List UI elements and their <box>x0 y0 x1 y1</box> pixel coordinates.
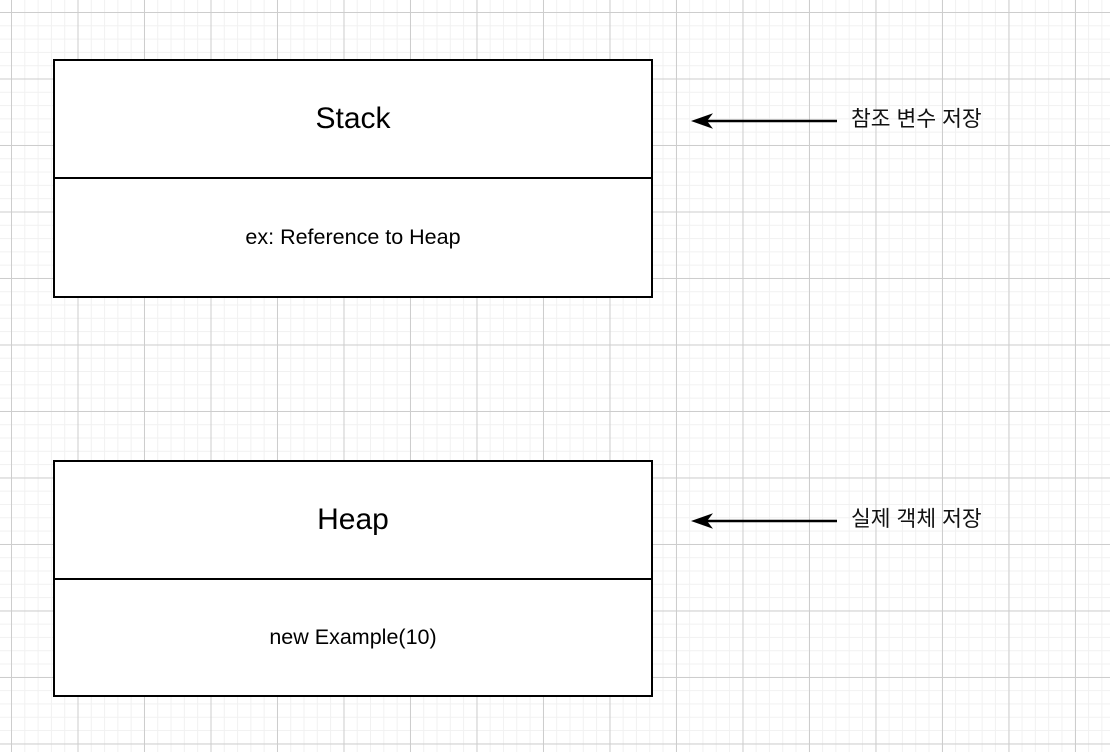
stack-box-title-cell: Stack <box>55 61 651 179</box>
heap-box-body-cell: new Example(10) <box>55 580 651 695</box>
stack-box-body: ex: Reference to Heap <box>245 224 461 249</box>
left-arrow-icon <box>691 513 837 529</box>
heap-box-title-cell: Heap <box>55 462 651 580</box>
stack-annotation: 참조 변수 저장 <box>689 103 982 137</box>
stack-box-body-cell: ex: Reference to Heap <box>55 179 651 296</box>
heap-box-title: Heap <box>317 503 389 536</box>
heap-memory-box[interactable]: Heap new Example(10) <box>53 460 653 697</box>
left-arrow-icon <box>691 113 837 129</box>
stack-box-title: Stack <box>315 102 391 135</box>
heap-annotation-label: 실제 객체 저장 <box>851 507 982 532</box>
heap-box-body: new Example(10) <box>269 624 437 649</box>
heap-annotation: 실제 객체 저장 <box>689 503 982 537</box>
stack-memory-box[interactable]: Stack ex: Reference to Heap <box>53 59 653 298</box>
stack-annotation-label: 참조 변수 저장 <box>851 107 982 132</box>
